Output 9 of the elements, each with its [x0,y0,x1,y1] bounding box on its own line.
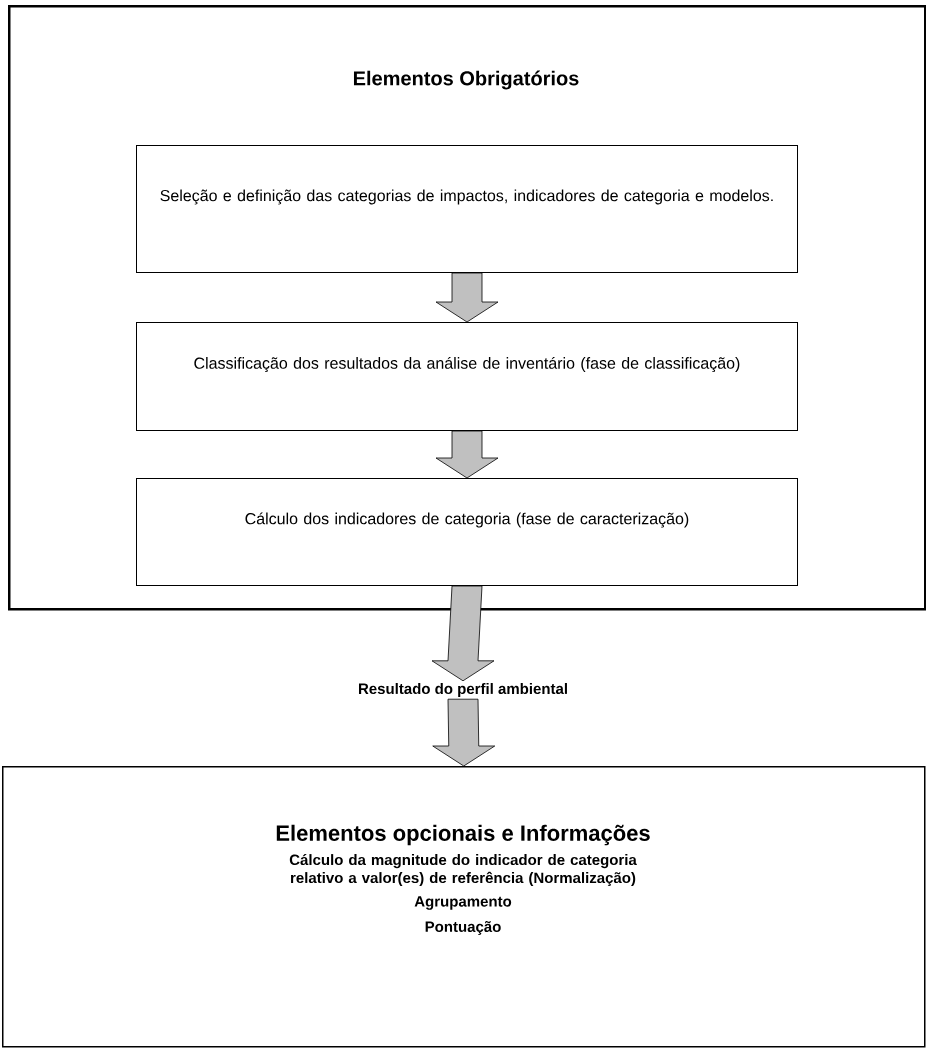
block-arrow [435,272,499,323]
block-arrow [432,698,496,767]
optional-box: Elementos opcionais e Informações Cálculo da magnitude do indicador de categoria relativo a valor(es) de referência (Normalização) Agrupamento Pontuação [2,766,926,1048]
result-text: Resultado do perfil ambiental [359,683,567,697]
process-box: Cálculo dos indicadores de categoria (fase de caracterização) [136,478,798,586]
process-box: Classificação dos resultados da análise de inventário (fase de classificação) [136,322,798,431]
block-arrow [435,430,499,479]
process-box: Seleção e definição das categorias de impactos, indicadores de categoria e modelos. [136,145,798,273]
block-arrow [431,585,495,682]
